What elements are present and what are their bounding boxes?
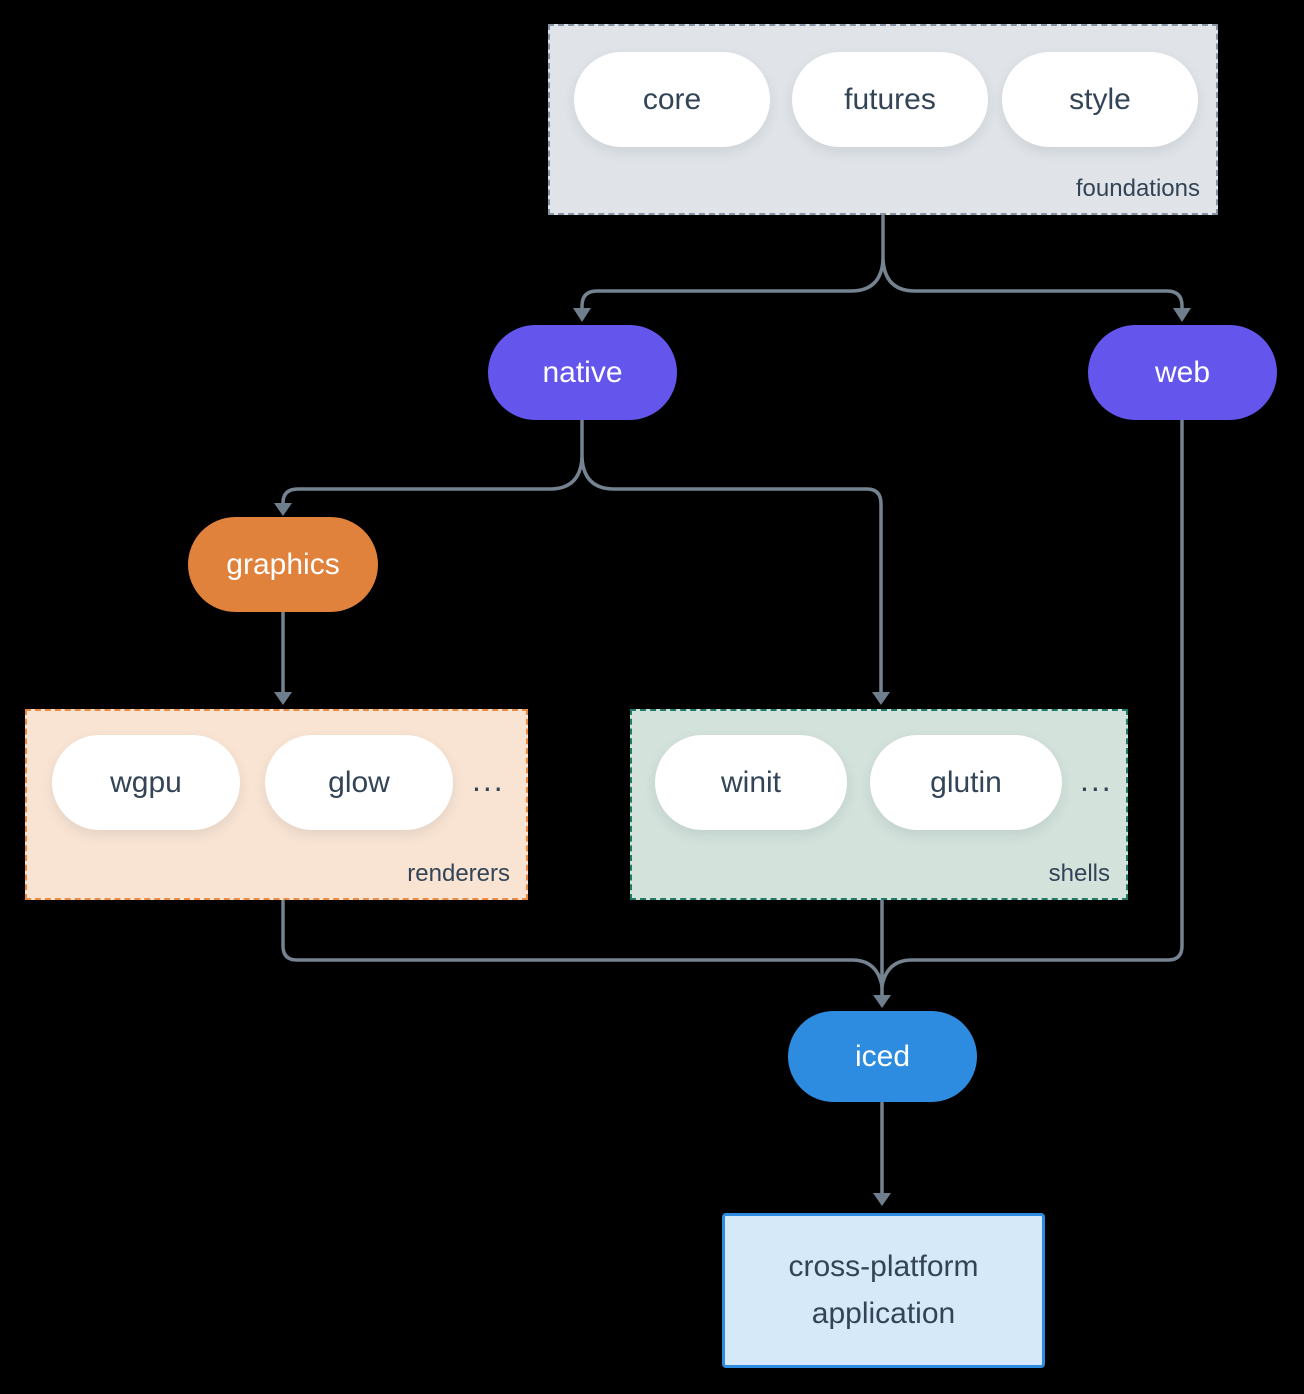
group-label-shells: shells bbox=[1048, 860, 1110, 887]
group-shells: winit glutin shells bbox=[630, 709, 1128, 900]
node-glow: glow bbox=[265, 735, 453, 830]
node-glutin: glutin bbox=[870, 735, 1062, 830]
shells-ellipsis: ... bbox=[1080, 762, 1113, 798]
node-winit: winit bbox=[655, 735, 847, 830]
arrowhead-renderers bbox=[274, 692, 292, 705]
group-foundations: core futures style foundations bbox=[548, 24, 1218, 215]
connector-native-to-shells bbox=[580, 456, 883, 694]
renderers-ellipsis: ... bbox=[472, 762, 505, 798]
arrowhead-native bbox=[573, 308, 591, 322]
application-label-line1: cross-platform bbox=[788, 1250, 979, 1283]
node-web: web bbox=[1088, 325, 1277, 420]
node-futures: futures bbox=[792, 52, 988, 147]
connector-foundations-to-web bbox=[881, 258, 1184, 311]
arrowhead-web bbox=[1173, 308, 1191, 322]
arrowhead-iced bbox=[873, 995, 891, 1008]
arrowhead-shells bbox=[872, 692, 890, 705]
node-native: native bbox=[488, 325, 677, 420]
arrowhead-graphics bbox=[274, 503, 292, 516]
group-label-foundations: foundations bbox=[1075, 175, 1200, 202]
group-renderers: wgpu glow renderers bbox=[25, 709, 528, 900]
node-wgpu: wgpu bbox=[52, 735, 240, 830]
node-graphics: graphics bbox=[188, 517, 378, 612]
application-label-line2: application bbox=[811, 1296, 956, 1330]
node-style: style bbox=[1002, 52, 1198, 147]
connector-renderers-to-merge bbox=[281, 899, 884, 988]
connector-native-to-graphics bbox=[281, 456, 584, 505]
node-cross-platform-application: cross-platform application bbox=[722, 1213, 1045, 1368]
group-label-renderers: renderers bbox=[407, 860, 510, 887]
node-core: core bbox=[574, 52, 770, 147]
connector-foundations-to-native bbox=[580, 258, 885, 311]
node-iced: iced bbox=[788, 1011, 977, 1102]
connector-web-to-merge bbox=[880, 418, 1184, 988]
arrowhead-application bbox=[873, 1193, 891, 1206]
